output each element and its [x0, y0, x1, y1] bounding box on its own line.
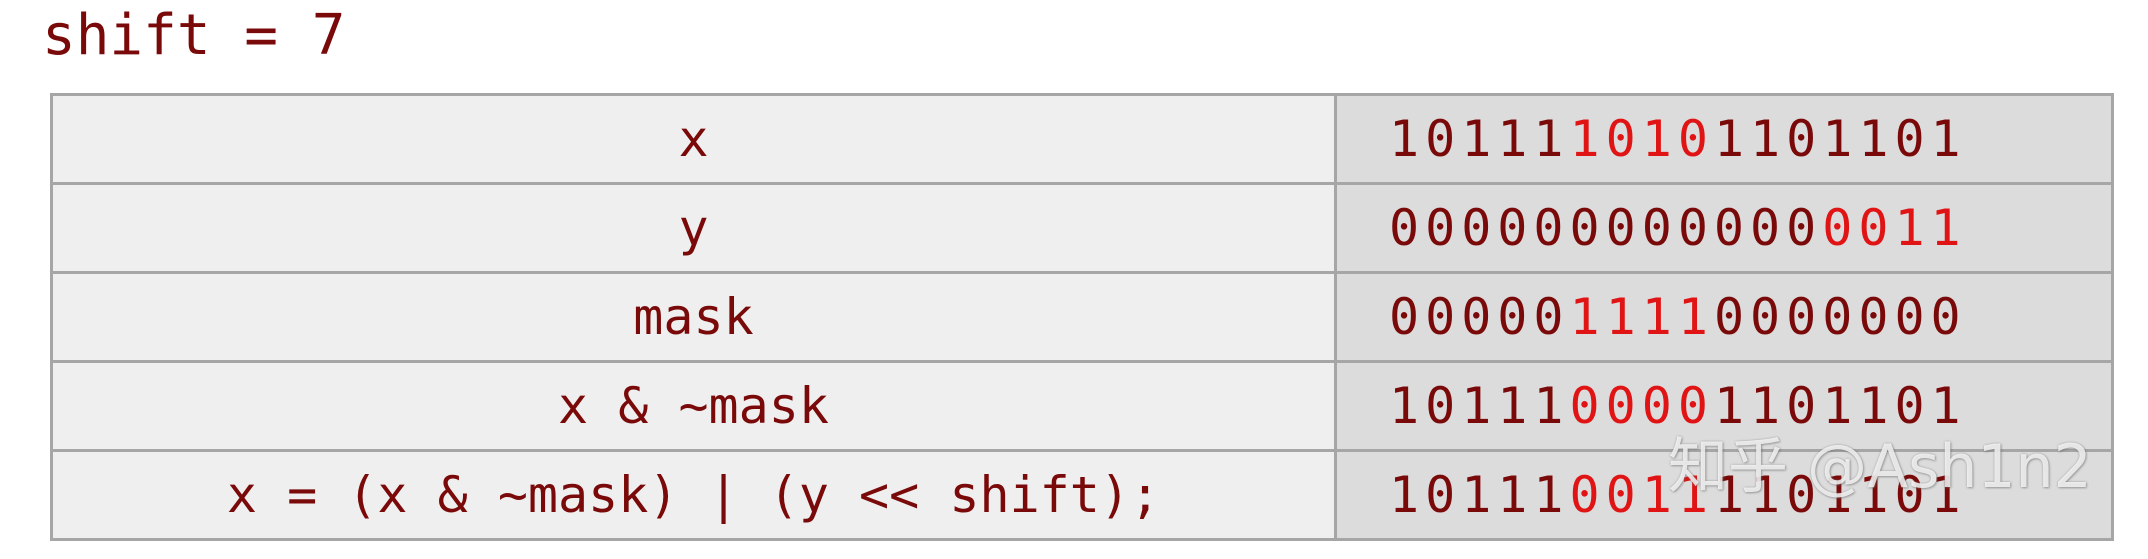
- expression-cell: y: [50, 182, 1337, 274]
- table-row-y: y 0000000000000011: [50, 182, 2114, 274]
- table-row-x-and-not-mask: x & ~mask 1011100001101101: [50, 360, 2114, 452]
- expression-cell: x: [50, 93, 1337, 185]
- bits-segment: 000000000000: [1389, 199, 1823, 257]
- bits-segment: 1101101: [1713, 466, 1967, 524]
- table-row-mask: mask 0000011110000000: [50, 271, 2114, 363]
- shift-heading: shift = 7: [42, 3, 346, 68]
- expression-cell: x = (x & ~mask) | (y << shift);: [50, 449, 1337, 541]
- bits-cell: 1011100001101101: [1334, 360, 2114, 452]
- bit-operations-table: x 1011110101101101 y 0000000000000011 ma…: [50, 93, 2114, 541]
- bits-segment: 00000: [1389, 288, 1570, 346]
- bits-segment-highlight: 0011: [1569, 466, 1714, 524]
- table-row-result: x = (x & ~mask) | (y << shift); 10111001…: [50, 449, 2114, 541]
- bits-segment: 0000000: [1713, 288, 1967, 346]
- bits-segment: 10111: [1389, 110, 1570, 168]
- bits-segment: 1101101: [1713, 110, 1967, 168]
- bits-segment-highlight: 1010: [1569, 110, 1714, 168]
- expression-cell: x & ~mask: [50, 360, 1337, 452]
- bits-segment-highlight: 0000: [1569, 377, 1714, 435]
- bits-segment: 10111: [1389, 466, 1570, 524]
- bits-segment-highlight: 1111: [1569, 288, 1714, 346]
- bits-cell: 1011110101101101: [1334, 93, 2114, 185]
- bits-segment-highlight: 0011: [1822, 199, 1967, 257]
- table-row-x: x 1011110101101101: [50, 93, 2114, 185]
- expression-cell: mask: [50, 271, 1337, 363]
- bits-cell: 1011100111101101: [1334, 449, 2114, 541]
- bits-segment: 1101101: [1713, 377, 1967, 435]
- bits-cell: 0000000000000011: [1334, 182, 2114, 274]
- bits-segment: 10111: [1389, 377, 1570, 435]
- bits-cell: 0000011110000000: [1334, 271, 2114, 363]
